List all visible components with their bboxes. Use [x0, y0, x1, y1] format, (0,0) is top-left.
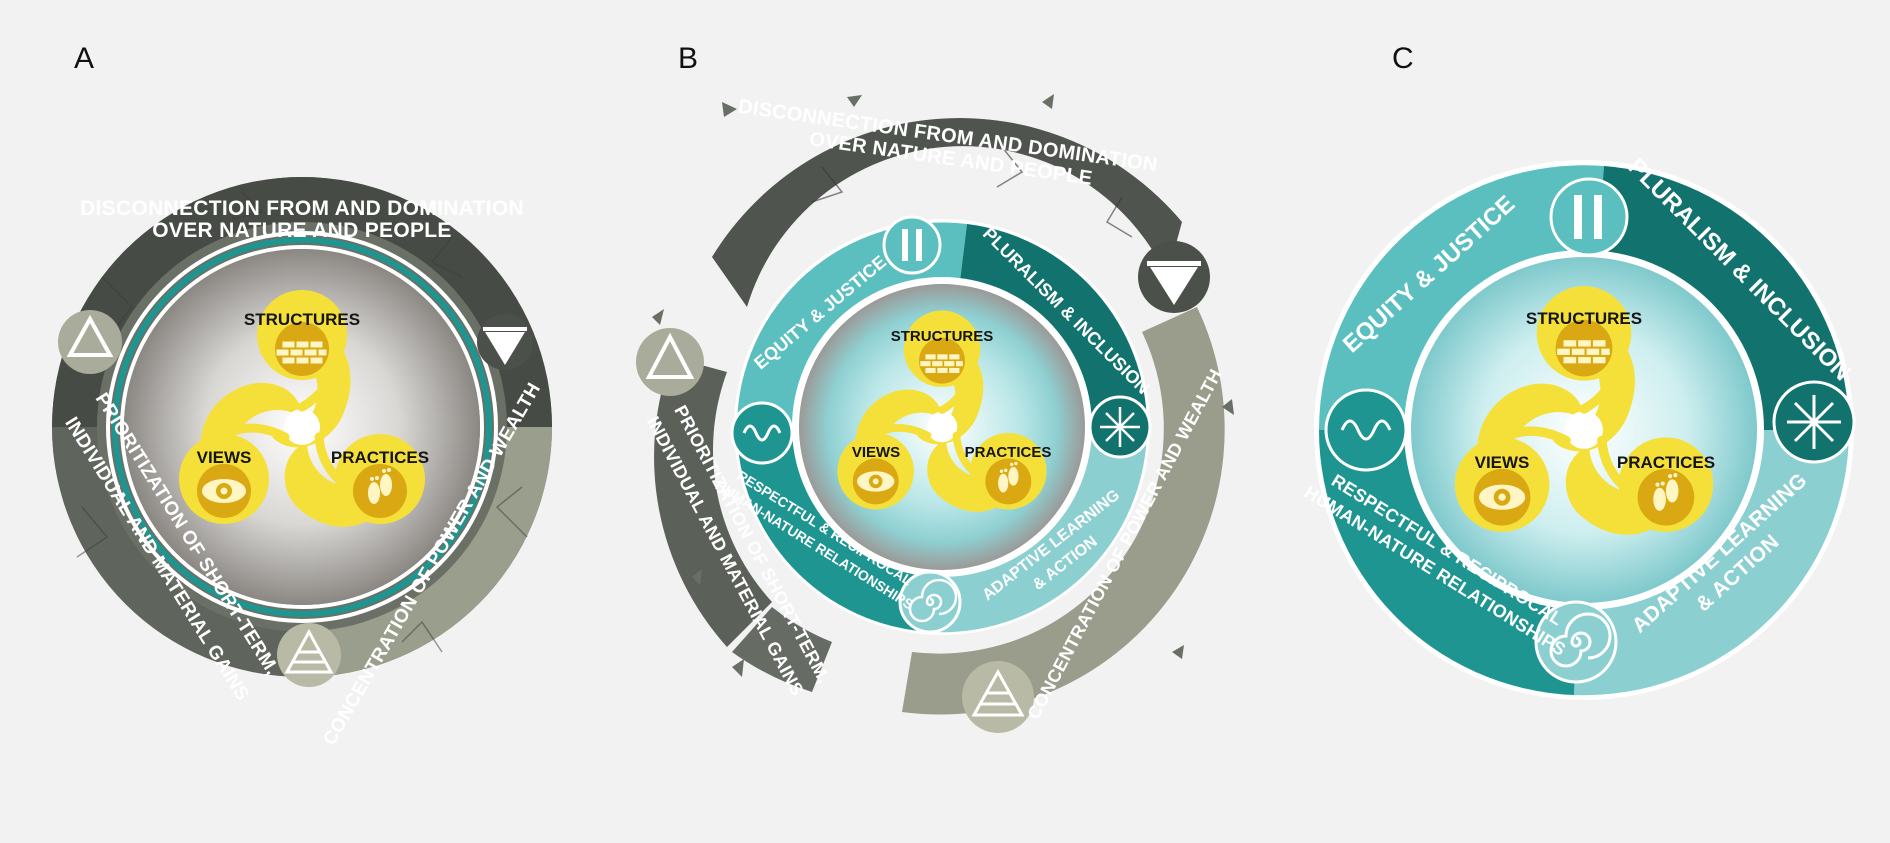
inverted-triangle-icon — [1138, 241, 1210, 313]
driver-arc-right — [902, 307, 1225, 715]
compass-star-icon — [1772, 380, 1856, 464]
views-label: VIEWS — [1475, 453, 1530, 472]
panel-c: EQUITY & JUSTICE PLURALISM & INCLUSION R… — [1301, 153, 1856, 700]
panel-c-label: C — [1392, 42, 1414, 75]
driver-a-top-line1: DISCONNECTION FROM AND DOMINATION — [80, 197, 524, 220]
pillars-icon — [1549, 177, 1629, 257]
pyramid-icon — [277, 623, 341, 687]
pyramid-icon — [962, 661, 1034, 733]
panel-b-label: B — [678, 42, 699, 75]
practices-label: PRACTICES — [1617, 453, 1715, 472]
wave-icon — [1324, 388, 1408, 472]
triangle-icon — [58, 310, 122, 374]
spiral-icon — [898, 570, 962, 634]
triangle-icon — [636, 328, 704, 396]
pillars-icon — [882, 215, 942, 275]
inverted-triangle-icon — [477, 314, 533, 370]
views-label: VIEWS — [197, 448, 252, 467]
panel-a: DISCONNECTION FROM AND DOMINATION OVER N… — [52, 177, 552, 749]
structures-label: STRUCTURES — [1526, 309, 1642, 328]
practices-label: PRACTICES — [331, 448, 429, 467]
wave-icon — [730, 401, 794, 465]
structures-label: STRUCTURES — [244, 310, 360, 329]
driver-arc-top — [712, 118, 1182, 307]
driver-arc-left — [654, 357, 832, 692]
practices-label: PRACTICES — [965, 444, 1052, 461]
views-label: VIEWS — [852, 444, 900, 461]
spiral-icon — [1534, 600, 1618, 684]
compass-star-icon — [1088, 395, 1152, 459]
panel-b: EQUITY & JUSTICE PLURALISM & INCLUSION R… — [636, 94, 1234, 733]
panel-a-label: A — [74, 42, 95, 75]
driver-a-top-line2: OVER NATURE AND PEOPLE — [152, 219, 451, 242]
structures-label: STRUCTURES — [891, 328, 994, 345]
